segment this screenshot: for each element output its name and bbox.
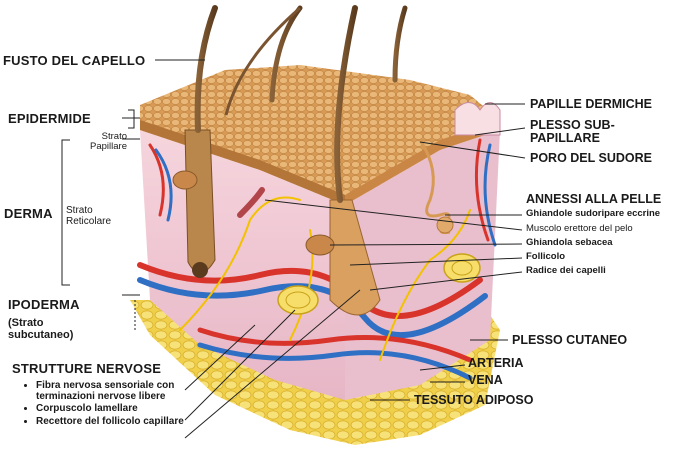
hair-shaft-4 <box>392 5 408 83</box>
hair-follicle-left <box>184 129 216 274</box>
dermal-papillae <box>454 102 501 136</box>
label-epidermide: EPIDERMIDE <box>8 111 91 126</box>
hair-follicle-center <box>329 199 381 316</box>
label-strutture-nervose: STRUTTURE NERVOSE <box>12 361 162 376</box>
epidermide-bracket <box>128 109 135 129</box>
label-ghiandole-sudoripare: Ghiandole sudoripare eccrine <box>526 208 661 219</box>
sebaceous-gland <box>305 234 335 256</box>
hair-shaft-3 <box>334 5 358 203</box>
label-poro-sudore: PORO DEL SUDORE <box>530 151 653 165</box>
hair-shaft-1 <box>194 5 218 133</box>
label-derma: DERMA <box>4 206 53 221</box>
lamellar-corpuscle <box>277 285 319 315</box>
label-tessuto-adiposo: TESSUTO ADIPOSO <box>414 393 534 407</box>
label-radice-capelli: Radice dei capelli <box>526 265 606 276</box>
label-strato-papillare: Strato Papillare <box>90 131 127 152</box>
arrector-pili-muscle <box>237 187 265 218</box>
label-plesso-cutaneo: PLESSO CUTANEO <box>512 333 628 347</box>
vein-cutaneous <box>197 342 473 381</box>
label-muscolo-erettore: Muscolo erettore del pelo <box>526 223 633 234</box>
vein-papillary <box>154 143 497 247</box>
epidermis-side-edge <box>345 120 500 205</box>
leader-lines <box>122 59 526 439</box>
label-plesso-sub-papillare: PLESSO SUB-PAPILLARE <box>530 118 615 146</box>
label-fusto-capello: FUSTO DEL CAPELLO <box>3 53 146 68</box>
label-arteria: ARTERIA <box>468 356 524 370</box>
artery-lower <box>137 262 483 319</box>
label-ipoderma-sub: (Strato subcutaneo) <box>8 317 74 341</box>
nerve-item: Recettore del follicolo capillare <box>36 416 206 428</box>
label-vena: VENA <box>468 373 503 387</box>
vein-lower <box>137 277 488 339</box>
label-ghiandola-sebacea: Ghiandola sebacea <box>526 237 613 248</box>
nerve-item: Fibra nervosa sensoriale con terminazion… <box>36 380 206 402</box>
label-strato-reticolare: Strato Reticolare <box>66 205 112 227</box>
label-papille-dermiche: PAPILLE DERMICHE <box>530 97 652 111</box>
nerve-structures-list: Fibra nervosa sensoriale con terminazion… <box>22 380 206 429</box>
label-follicolo: Follicolo <box>526 251 566 262</box>
nerve-item: Corpuscolo lamellare <box>36 403 206 415</box>
derma-bracket <box>61 139 70 286</box>
hair-shaft-5 <box>224 6 301 116</box>
label-annessi: ANNESSI ALLA PELLE <box>526 192 662 206</box>
hair-shaft-2 <box>269 5 303 103</box>
label-ipoderma: IPODERMA <box>8 297 80 312</box>
